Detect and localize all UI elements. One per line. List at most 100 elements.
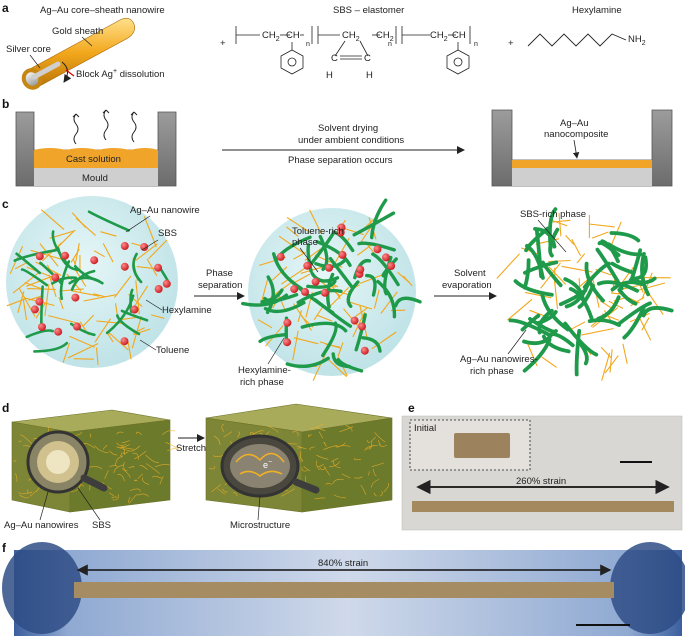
sbs-ch2-3: CH2 — [376, 30, 394, 43]
embedded-wire — [339, 426, 354, 433]
embedded-wire — [292, 431, 299, 437]
hexylamine-droplet — [90, 256, 99, 265]
embedded-wire — [213, 435, 221, 445]
hexylamine-title: Hexylamine — [572, 5, 622, 16]
embedded-wire — [109, 450, 118, 456]
nanowire-illustration — [21, 17, 136, 90]
embedded-wire — [145, 454, 160, 464]
sbs-chain — [597, 240, 621, 257]
sbs-chain — [258, 333, 287, 343]
hexylamine-droplet — [276, 252, 285, 261]
vapor-arrows — [72, 109, 138, 145]
embedded-wire — [319, 467, 327, 470]
nanowire-segment — [292, 330, 299, 361]
nanowire-segment — [127, 342, 132, 360]
embedded-wire — [237, 431, 240, 438]
embedded-wire — [159, 475, 164, 485]
nanowire-title: Ag–Au core–sheath nanowire — [40, 5, 165, 16]
nanowire-segment — [146, 258, 158, 276]
embedded-wire — [145, 463, 160, 474]
toluene-label: Toluene — [156, 345, 189, 356]
nanowire-segment — [24, 281, 42, 290]
hexylamine-droplet — [162, 279, 171, 288]
embedded-wire — [112, 494, 119, 501]
mould-left — [15, 111, 177, 187]
sbs-chain — [577, 283, 595, 309]
sbs-chain — [20, 268, 49, 287]
nanowire-segment — [293, 337, 319, 345]
hexylamine-droplet — [61, 251, 69, 260]
nanowire-segment — [71, 290, 100, 297]
panel-label-d: d — [2, 401, 9, 415]
nanowire-segment — [601, 352, 611, 381]
nanowire-segment — [93, 250, 105, 258]
sbs-ch2-1: CH2 — [262, 30, 280, 43]
panel-label-a: a — [2, 1, 9, 15]
cast-solution-label: Cast solution — [66, 154, 121, 165]
nanowire-segment — [638, 282, 666, 291]
hexylamine-droplet — [30, 305, 39, 314]
hexylamine-droplet — [373, 245, 382, 254]
sbs-chain — [522, 258, 531, 290]
sbs-chain — [13, 248, 58, 262]
sbs-chain — [321, 321, 338, 358]
embedded-wire — [323, 445, 338, 450]
sbs-label-c: SBS — [158, 228, 177, 239]
nanowire-segment — [548, 266, 567, 285]
embedded-wire — [130, 493, 138, 502]
hexylamine-droplet — [120, 242, 129, 250]
sbs-chain — [313, 298, 353, 328]
nanowire-segment — [70, 248, 80, 263]
embedded-wire — [132, 452, 139, 460]
nanowire-segment — [609, 349, 613, 373]
nanowire-segment — [83, 314, 95, 327]
embedded-wire — [331, 458, 339, 463]
embedded-wire — [308, 434, 312, 437]
sbs-chain — [331, 352, 352, 369]
sbs-chain — [394, 296, 422, 308]
sphere-initial — [6, 196, 178, 368]
sbs-chain — [513, 279, 554, 297]
embedded-wire — [104, 470, 109, 480]
embedded-wire — [233, 492, 238, 497]
nanowire-segment — [317, 314, 333, 322]
embedded-wire — [119, 452, 123, 457]
sbs-c-1: C — [331, 53, 338, 64]
embedded-wire — [370, 436, 376, 442]
nanowire-segment — [638, 316, 652, 341]
embedded-wire — [18, 492, 32, 495]
panel-label-c: c — [2, 197, 9, 211]
nanowire-segment — [30, 249, 64, 261]
sbs-chain — [548, 227, 560, 258]
sbs-chain — [574, 329, 582, 377]
sbs-chain — [522, 337, 552, 373]
nanowire-segment — [548, 259, 571, 263]
electron-label: e− — [263, 459, 272, 470]
nanowire-segment — [44, 284, 50, 316]
sbs-chain — [116, 314, 141, 336]
hexylamine-droplet — [154, 263, 163, 272]
nanowire-segment — [507, 298, 533, 321]
embedded-wire — [208, 465, 215, 470]
hexylamine-droplet — [130, 305, 139, 314]
embedded-wire — [315, 426, 326, 431]
nanowire-segment — [40, 209, 65, 231]
embedded-wire — [333, 494, 346, 499]
embedded-wire — [364, 445, 376, 451]
nanowire-segment — [588, 223, 615, 228]
embedded-wire — [341, 473, 351, 479]
hexylamine-droplet — [140, 243, 149, 251]
embedded-wire — [373, 492, 377, 497]
embedded-wire — [316, 454, 329, 460]
embedded-wire — [165, 442, 180, 450]
embedded-wire — [155, 464, 170, 468]
sbs-structure — [235, 26, 471, 75]
embedded-wire — [323, 442, 328, 447]
sbs-chain — [587, 318, 621, 327]
embedded-wire — [223, 431, 233, 437]
panel-label-f: f — [2, 541, 7, 555]
plus-sign-2: + — [508, 38, 514, 49]
embedded-wire — [354, 476, 363, 479]
nanowire-segment — [402, 275, 413, 287]
hexylamine-droplet — [350, 316, 359, 325]
